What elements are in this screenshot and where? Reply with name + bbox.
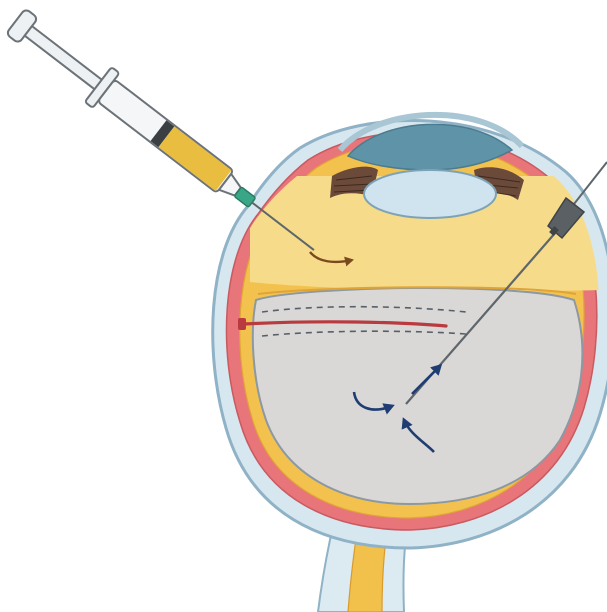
lens-icon: [364, 170, 496, 218]
eyeball-icon: [213, 115, 607, 548]
